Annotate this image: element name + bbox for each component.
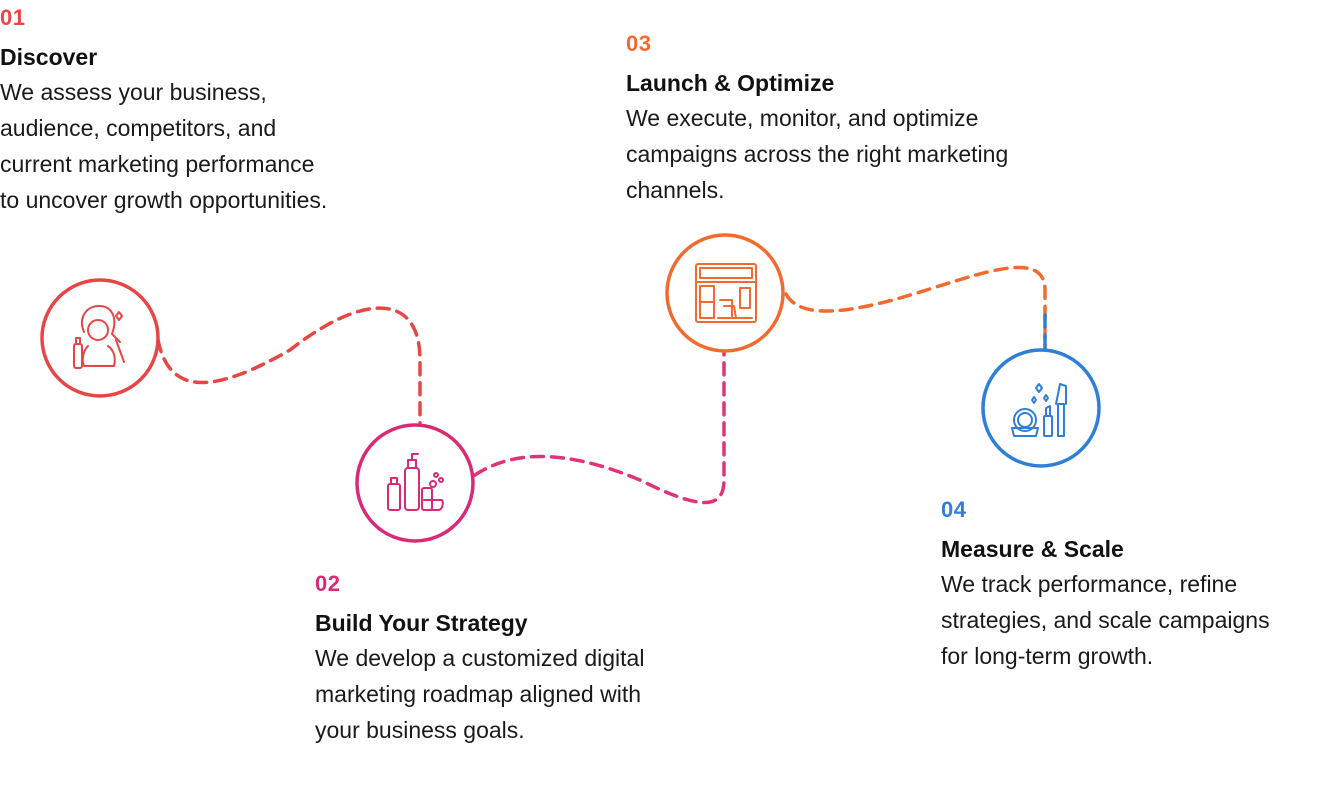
step-number: 01	[0, 5, 26, 30]
beauty-woman-icon	[73, 305, 125, 369]
step-description: We track performance, refine strategies,…	[941, 571, 1270, 669]
step-number: 02	[315, 571, 341, 596]
step-4-node	[981, 348, 1101, 468]
step-2: 02 Build Your Strategy We develop a cust…	[315, 570, 655, 748]
makeup-kit-icon	[1011, 383, 1067, 437]
step-title: Launch & Optimize	[626, 70, 835, 96]
connector-3-4	[784, 265, 1047, 352]
step-description: We execute, monitor, and optimize campai…	[626, 105, 1009, 203]
storefront-icon	[695, 263, 757, 323]
step-1-node	[40, 278, 160, 398]
step-description: We develop a customized digital marketin…	[315, 645, 645, 743]
step-3: 03 Launch & Optimize We execute, monitor…	[626, 30, 1026, 208]
step-1: 01 Discover We assess your business, aud…	[0, 4, 340, 218]
connector-1-2	[156, 306, 422, 427]
step-description: We assess your business, audience, compe…	[0, 79, 328, 213]
step-title: Discover	[0, 44, 98, 70]
step-number: 03	[626, 31, 652, 56]
step-title: Build Your Strategy	[315, 610, 528, 636]
step-4: 04 Measure & Scale We track performance,…	[941, 496, 1281, 674]
step-number: 04	[941, 497, 967, 522]
cosmetic-bottles-icon	[387, 453, 444, 511]
step-3-node	[665, 233, 785, 353]
step-2-node	[355, 423, 475, 543]
step-title: Measure & Scale	[941, 536, 1124, 562]
connector-2-3	[473, 350, 726, 505]
